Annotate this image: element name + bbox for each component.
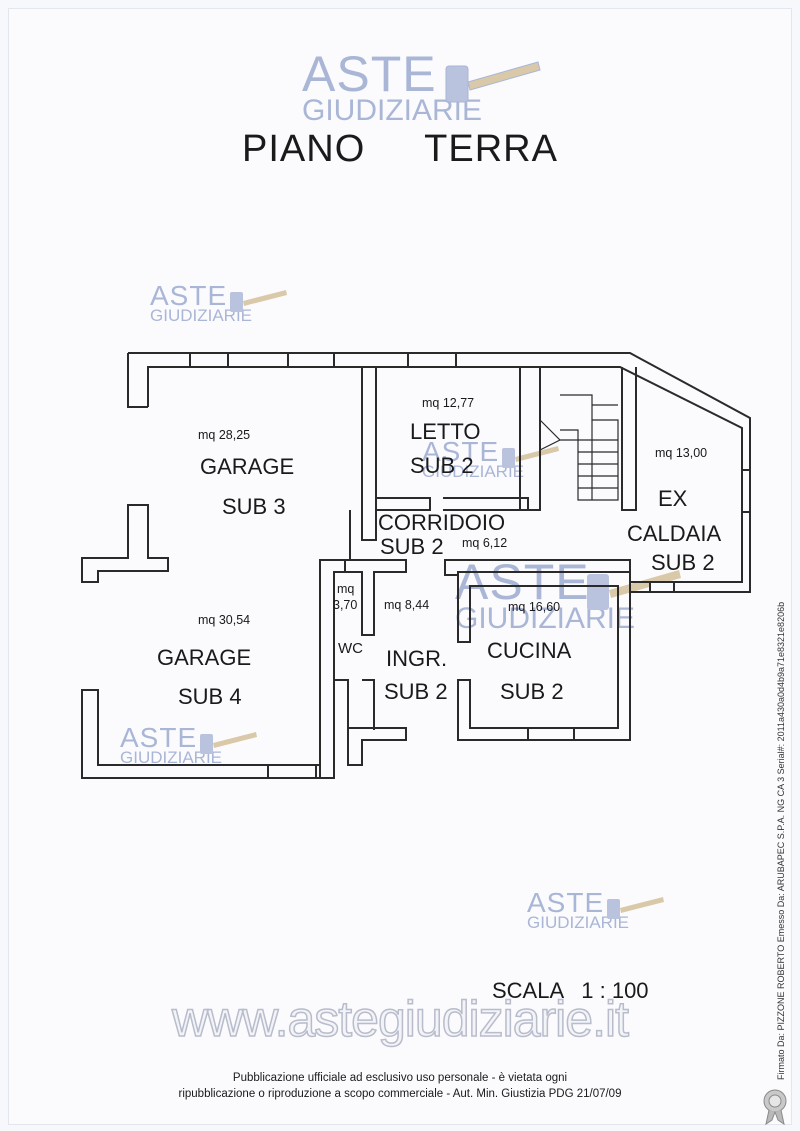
wall-letto-2 [443, 497, 529, 511]
footer-line-1: Pubblicazione ufficiale ad esclusivo uso… [232, 1072, 568, 1084]
digital-signature: Firmato Da: PIZZONE ROBERTO Emesso Da: A… [776, 601, 786, 1080]
window [407, 352, 457, 368]
window [267, 764, 317, 779]
watermark-logo: ASTE GIUDIZIARIE [422, 436, 559, 482]
staircase [539, 394, 619, 501]
wall-wc-right [362, 679, 375, 730]
area-garage-sub3: mq 28,25 [198, 428, 251, 442]
wall-mid [361, 367, 377, 541]
area-letto: mq 12,77 [422, 396, 475, 410]
wall-corridor-mid [345, 559, 407, 636]
area-wc: mq [337, 582, 355, 596]
room-letto-sub: SUB 2 [410, 453, 474, 478]
window [741, 469, 751, 513]
seal-icon [763, 1089, 787, 1126]
area-garage-sub4: mq 30,54 [198, 613, 251, 627]
gavel-icon [445, 61, 541, 103]
wall-top [128, 352, 751, 593]
area-cucina: mq 16,60 [508, 600, 561, 614]
wall-stair-right [621, 367, 637, 511]
room-garage-sub4-sub: SUB 4 [178, 684, 242, 709]
gavel-icon [502, 446, 559, 468]
watermark-giudiziarie: GIUDIZIARIE [422, 462, 525, 482]
watermark-aste: ASTE [120, 722, 198, 753]
window [189, 352, 229, 368]
watermark-giudiziarie: GIUDIZIARIE [527, 913, 630, 933]
gavel-icon [587, 570, 681, 610]
room-ingr-name: INGR. [386, 646, 448, 671]
room-caldaia-name: EX [658, 486, 688, 511]
gavel-icon [200, 732, 257, 754]
area-ingr: mq 8,44 [384, 598, 430, 612]
watermark-aste: ASTE [422, 436, 500, 467]
room-caldaia-name2: CALDAIA [627, 521, 722, 546]
room-garage-sub3-sub: SUB 3 [222, 494, 286, 519]
window [287, 352, 335, 368]
watermark-aste: ASTE [302, 46, 437, 102]
watermark-giudiziarie: GIUDIZIARIE [120, 748, 223, 768]
room-cucina-name: CUCINA [487, 638, 572, 663]
room-garage-sub4-name: GARAGE [157, 645, 252, 670]
watermark-logo: ASTE GIUDIZIARIE [455, 554, 681, 634]
wall-left-top [127, 353, 148, 408]
watermark-giudiziarie: GIUDIZIARIE [150, 306, 253, 326]
watermark-logo: ASTE GIUDIZIARIE [120, 722, 257, 768]
area-caldaia: mq 13,00 [655, 446, 708, 460]
room-cucina-sub: SUB 2 [500, 679, 564, 704]
wall-garage-divider [81, 504, 169, 583]
site-watermark: www.astegiudiziarie.it [171, 990, 629, 1048]
watermark-aste: ASTE [455, 554, 590, 610]
window [527, 727, 575, 741]
window [649, 581, 675, 593]
gavel-icon [607, 897, 664, 919]
room-garage-sub3-name: GARAGE [200, 454, 295, 479]
wall-letto [376, 497, 431, 511]
page-title: PIANO TERRA [242, 128, 558, 170]
watermark-logo: ASTE GIUDIZIARIE [302, 46, 541, 126]
room-wc-name: WC [338, 640, 363, 657]
area-corridoio: mq 6,12 [462, 536, 508, 550]
wall-wc [334, 679, 407, 766]
watermark-aste: ASTE [527, 887, 605, 918]
scale-label: SCALA 1 : 100 [492, 978, 649, 1003]
footer-line-2: ripubblicazione o riproduzione a scopo c… [178, 1088, 622, 1100]
area-wc-value: 3,70 [333, 598, 358, 612]
wall-letto-right [519, 367, 541, 511]
room-letto-name: LETTO [410, 419, 481, 444]
room-ingr-sub: SUB 2 [384, 679, 448, 704]
room-corridoio-name: CORRIDOIO [378, 510, 506, 535]
watermark-logo: ASTE GIUDIZIARIE [150, 280, 287, 326]
watermark-logo: ASTE GIUDIZIARIE [527, 887, 664, 933]
page-sheet [8, 8, 792, 1125]
gavel-icon [230, 290, 287, 312]
room-corridoio-sub: SUB 2 [380, 534, 444, 559]
watermark-aste: ASTE [150, 280, 228, 311]
footer-notice: Pubblicazione ufficiale ad esclusivo uso… [0, 1070, 800, 1102]
wall-top-inner [147, 366, 743, 583]
wall-corridor-left [349, 510, 362, 561]
room-caldaia-sub: SUB 2 [651, 550, 715, 575]
wall-cucina-top [444, 559, 631, 576]
